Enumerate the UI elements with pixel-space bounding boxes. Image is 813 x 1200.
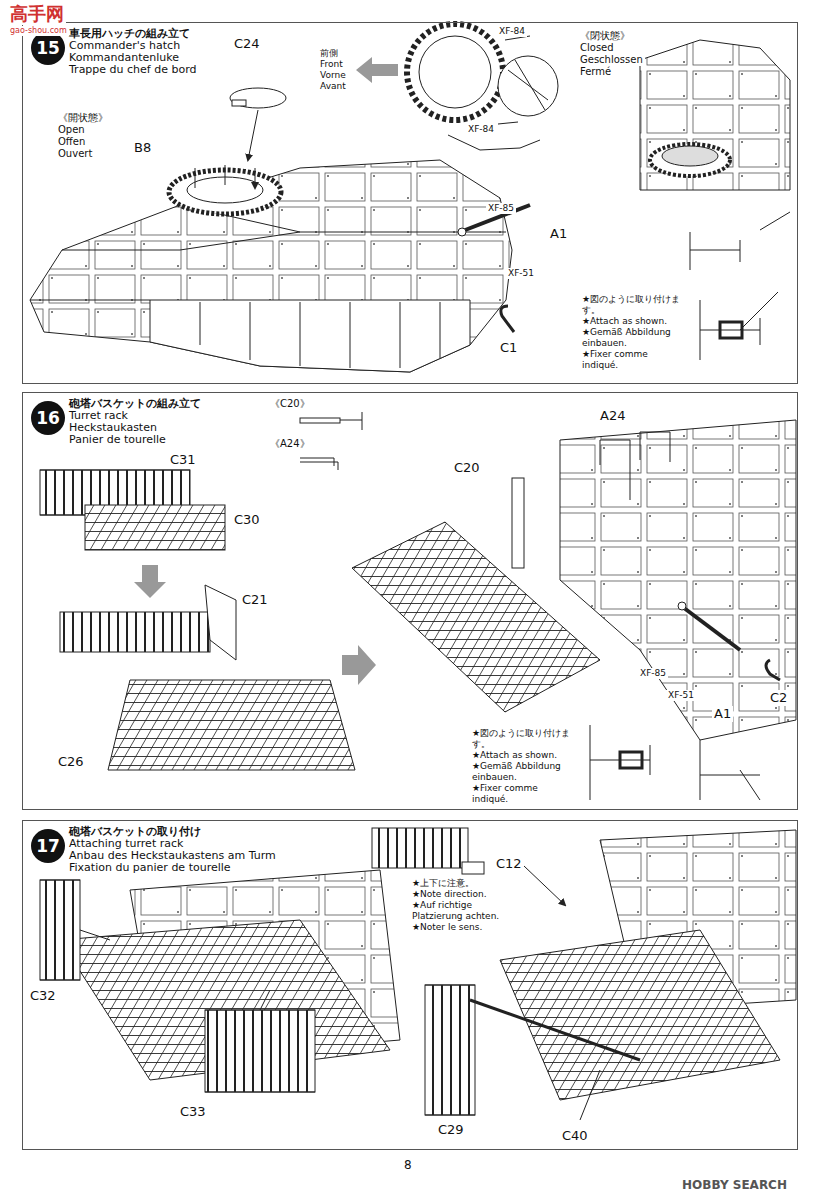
step-number-circle: 17 (31, 829, 65, 863)
detail-label: 《C20》 (268, 398, 312, 410)
step-number-circle: 16 (31, 401, 65, 435)
note: ★Auf richtige Platzierung achten. (410, 900, 524, 922)
step-heading: 車長用ハッチの組み立てCommander's hatchKommandanten… (69, 28, 196, 76)
step-number: 17 (36, 836, 60, 856)
part-number: A24 (598, 408, 627, 424)
paint-code: XF-85 (486, 203, 516, 214)
step-title: 砲塔バスケットの取り付け (69, 826, 276, 838)
paint-code: XF-51 (506, 268, 536, 279)
note: ★Note direction. (410, 889, 524, 900)
step-title: Kommandantenluke (69, 52, 196, 64)
note: ★Attach as shown. (470, 750, 574, 761)
step-title: Heckstaukasten (69, 422, 201, 434)
part-number: C24 (232, 36, 262, 52)
direction-label: Front (318, 59, 345, 70)
step-title: Fixation du panier de tourelle (69, 862, 276, 874)
part-number: C40 (560, 1128, 590, 1144)
step-title: Commander's hatch (69, 40, 196, 52)
step-title: Attaching turret rack (69, 838, 276, 850)
view-label: 《開状態》 (56, 112, 110, 124)
step-title: Trappe du chef de bord (69, 64, 196, 76)
note: ★Fixer comme indiqué. (470, 783, 574, 805)
part-number: C31 (168, 452, 198, 468)
paint-code: XF-84 (497, 26, 527, 37)
step-number-circle: 15 (31, 31, 65, 65)
watermark: HOBBY SEARCH (680, 1178, 789, 1192)
view-label: 《閉状態》 (578, 30, 632, 42)
part-number: B8 (132, 140, 153, 156)
direction-label: 前側 (318, 48, 340, 59)
view-label: Fermé (578, 66, 613, 78)
note: ★Attach as shown. (580, 316, 684, 327)
step-heading: 砲塔バスケットの取り付けAttaching turret rackAnbau d… (69, 826, 276, 874)
part-number: C20 (452, 460, 482, 476)
part-number: C2 (768, 690, 789, 706)
step-panel: 砲塔バスケットの組み立てTurret rackHeckstaukastenPan… (22, 392, 798, 810)
watermark: gao-shou.com (8, 26, 69, 36)
note: ★図のように取り付けます。 (580, 294, 684, 316)
note: ★Noter le sens. (410, 922, 524, 933)
step-title: Anbau des Heckstaukastens am Turm (69, 850, 276, 862)
step-title: Turret rack (69, 410, 201, 422)
part-number: C32 (28, 988, 58, 1004)
step-number: 16 (36, 408, 60, 428)
note: ★Gemäß Abbildung einbauen. (580, 327, 684, 349)
paint-code: XF-84 (466, 124, 496, 135)
step-panel: 砲塔バスケットの取り付けAttaching turret rackAnbau d… (22, 820, 798, 1150)
step-title: 砲塔バスケットの組み立て (69, 398, 201, 410)
note: ★上下に注意。 (410, 878, 524, 889)
view-label: Offen (56, 136, 87, 148)
direction-label: Avant (318, 81, 348, 92)
view-label: Geschlossen (578, 54, 645, 66)
detail-label: 《A24》 (268, 438, 312, 450)
part-number: C29 (436, 1122, 466, 1138)
view-label: Open (56, 124, 87, 136)
view-label: Ouvert (56, 148, 94, 160)
watermark: 高手网 (8, 3, 66, 25)
note: ★図のように取り付けます。 (470, 728, 574, 750)
step-heading: 砲塔バスケットの組み立てTurret rackHeckstaukastenPan… (69, 398, 201, 446)
part-number: C21 (240, 592, 270, 608)
direction-label: Vorne (318, 70, 348, 81)
part-number: C26 (56, 754, 86, 770)
part-number: A1 (548, 226, 569, 242)
paint-code: XF-85 (638, 668, 668, 679)
step-number: 15 (36, 38, 60, 58)
part-number: A1 (712, 706, 733, 722)
step-title: Panier de tourelle (69, 434, 201, 446)
part-number: C1 (498, 340, 519, 356)
note: ★Gemäß Abbildung einbauen. (470, 761, 574, 783)
view-label: Closed (578, 42, 616, 54)
page-number: 8 (402, 1158, 414, 1172)
part-number: C12 (494, 856, 524, 872)
step-title: 車長用ハッチの組み立て (69, 28, 196, 40)
part-number: C30 (232, 512, 262, 528)
paint-code: XF-51 (666, 690, 696, 701)
part-number: C33 (178, 1104, 208, 1120)
note: ★Fixer comme indiqué. (580, 349, 684, 371)
